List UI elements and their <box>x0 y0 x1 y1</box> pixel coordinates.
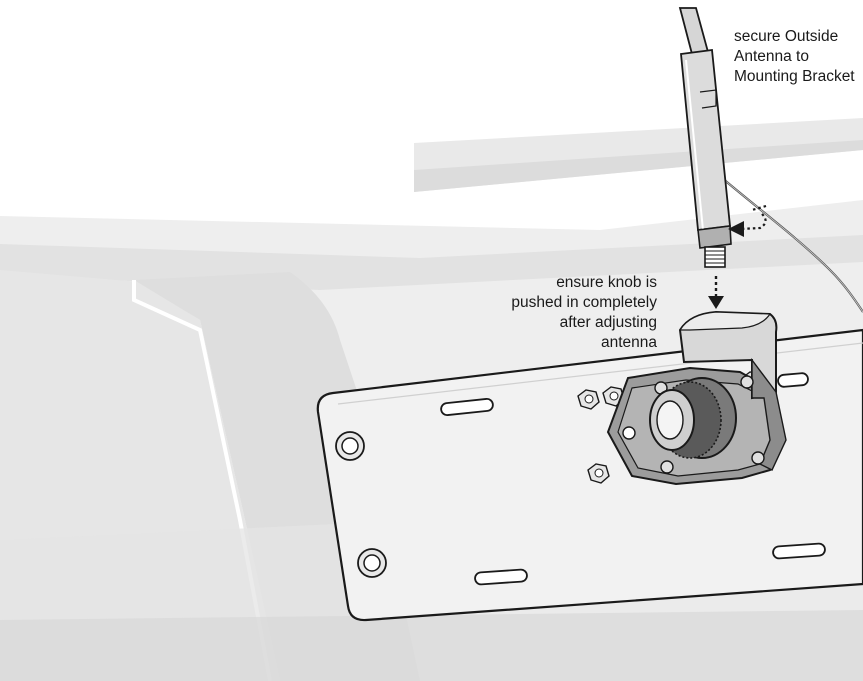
plate-slot <box>440 398 494 416</box>
bracket-upright-top <box>678 311 772 331</box>
antenna-mast-seam <box>685 59 704 231</box>
vehicle-body <box>0 118 863 681</box>
antenna-threaded-stud <box>704 246 726 268</box>
hex-nut <box>577 389 600 410</box>
bracket-screw <box>751 451 765 465</box>
plate-slot <box>772 542 826 560</box>
callout-ensure-knob: ensure knob is pushed in completely afte… <box>511 274 657 351</box>
knob-front-inner <box>656 400 684 440</box>
plate-bolt <box>335 431 365 461</box>
roof-rail-upper-shade <box>414 140 863 192</box>
adjustment-knob <box>649 377 737 459</box>
hex-nut <box>587 463 610 484</box>
bracket-screw <box>622 426 636 440</box>
antenna-collar <box>697 225 732 249</box>
antenna-mast-detail <box>699 89 717 109</box>
bracket-screw <box>660 460 674 474</box>
guide-arrow-cable <box>728 204 767 237</box>
callout-secure-antenna: secure Outside Antenna to Mounting Brack… <box>734 28 855 85</box>
lower-body-shade <box>0 610 863 681</box>
guide-arrow-down <box>708 276 724 309</box>
bracket-screw <box>740 375 754 389</box>
plate-slot <box>474 568 528 586</box>
plate-slot <box>777 372 809 388</box>
plate-bolt <box>357 548 387 578</box>
antenna-cable-inner <box>721 177 863 313</box>
antenna-whip <box>678 7 710 55</box>
outside-antenna <box>678 7 732 268</box>
